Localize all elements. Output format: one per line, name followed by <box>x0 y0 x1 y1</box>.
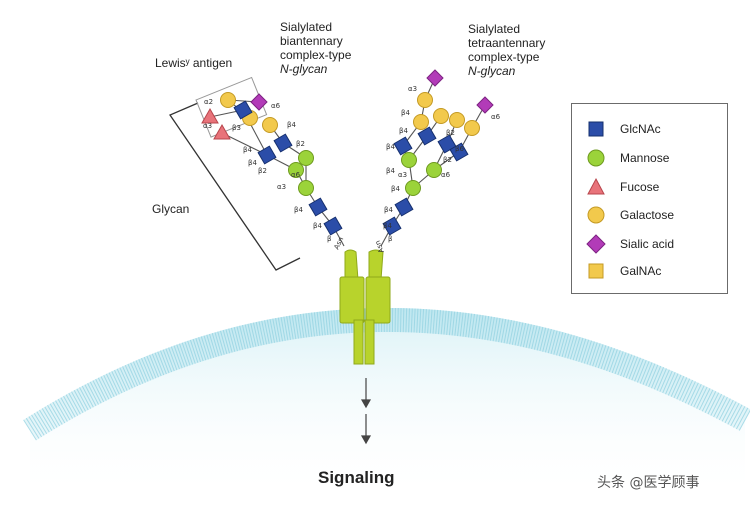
sialic-acid-residue <box>251 94 267 110</box>
linkage-label-right: β4 <box>401 109 410 117</box>
linkage-label-right: β4 <box>384 206 393 214</box>
galactose-residue <box>465 121 480 136</box>
linkage-label-left: β4 <box>287 121 296 129</box>
linkage-label-left: β4 <box>313 222 322 230</box>
galactose-residue <box>418 93 433 108</box>
glcnac-residue <box>274 134 292 152</box>
biantennary-line-4: N-glycan <box>280 62 351 76</box>
legend-label-fucose: Fucose <box>620 180 659 194</box>
legend-item-galactose: Galactose <box>572 205 727 225</box>
linkage-label-left: β3 <box>232 124 241 132</box>
watermark-text: 头条 @医学顾事 <box>597 472 699 492</box>
linkage-label-left: α3 <box>203 122 212 130</box>
mannose-residue <box>406 181 421 196</box>
linkage-label-right: α3 <box>398 171 407 179</box>
glycan-label: Glycan <box>152 202 189 216</box>
glcnac-residue <box>324 217 342 235</box>
linkage-label-right: β4 <box>383 222 392 230</box>
galactose-circle-icon <box>586 205 606 225</box>
membrane-stripe <box>401 308 402 332</box>
mannose-residue <box>299 151 314 166</box>
legend-label-glcnac: GlcNAc <box>620 122 661 136</box>
membrane-stripe <box>403 308 404 332</box>
legend-item-galnac: GalNAc <box>572 261 727 281</box>
linkage-label-right: α6 <box>491 113 501 121</box>
linkage-label-right: β4 <box>386 167 395 175</box>
legend-item-sialic-acid: Sialic acid <box>572 234 727 254</box>
biantennary-title: Sialylated biantennary complex-type N-gl… <box>280 20 351 76</box>
tetraantennary-line-2: tetraantennary <box>468 36 545 50</box>
glcnac-square-icon <box>586 119 606 139</box>
linkage-label-left: α6 <box>291 171 301 179</box>
glcnac-residue <box>395 198 413 216</box>
galactose-residue <box>221 93 236 108</box>
lewis-antigen-label: Lewisʸ antigen <box>155 56 232 70</box>
galactose-residue <box>434 109 449 124</box>
linkage-label-left: β <box>327 235 331 243</box>
asn-label-left: Asn <box>333 236 346 251</box>
galnac-square-icon <box>586 261 606 281</box>
linkage-label-left: α3 <box>277 183 286 191</box>
legend-label-mannose: Mannose <box>620 151 669 165</box>
legend-label-galactose: Galactose <box>620 208 674 222</box>
fucose-residue <box>214 125 230 139</box>
linkage-label-right: α3 <box>408 85 417 93</box>
linkage-label-left: β4 <box>243 146 252 154</box>
biantennary-line-1: Sialylated <box>280 20 351 34</box>
signaling-label: Signaling <box>318 468 395 488</box>
legend-label-galnac: GalNAc <box>620 264 661 278</box>
sialic-acid-residue <box>427 70 443 86</box>
legend-item-fucose: Fucose <box>572 177 727 197</box>
linkage-label-left: β2 <box>258 167 267 175</box>
legend-label-sialic-acid: Sialic acid <box>620 237 674 251</box>
linkage-label-left: β2 <box>296 140 305 148</box>
biantennary-line-3: complex-type <box>280 48 351 62</box>
glcnac-residue <box>258 146 276 164</box>
linkage-label-right: β2 <box>443 156 452 164</box>
glcnac-residue <box>309 198 327 216</box>
mannose-residue <box>402 153 417 168</box>
mannose-residue <box>427 163 442 178</box>
legend-item-glcnac: GlcNAc <box>572 119 727 139</box>
linkage-label-left: α6 <box>271 102 281 110</box>
tetraantennary-line-4: N-glycan <box>468 64 545 78</box>
galactose-residue <box>414 115 429 130</box>
biantennary-line-2: biantennary <box>280 34 351 48</box>
galactose-residue <box>450 113 465 128</box>
linkage-label-left: α2 <box>204 98 213 106</box>
mannose-circle-icon <box>586 148 606 168</box>
linkage-label-right: β4 <box>399 127 408 135</box>
linkage-label-right: β4 <box>386 143 395 151</box>
linkage-label-right: β <box>388 235 392 243</box>
linkage-label-right: α6 <box>441 171 451 179</box>
linkage-label-left: β4 <box>248 159 257 167</box>
sialic-acid-residue <box>477 97 493 113</box>
fucose-triangle-icon <box>586 177 606 197</box>
linkage-label-right: β2 <box>446 129 455 137</box>
galactose-residue <box>263 118 278 133</box>
tetraantennary-line-3: complex-type <box>468 50 545 64</box>
legend: GlcNAc Mannose Fucose Galactose Sialic a… <box>571 103 728 294</box>
linkage-label-right: β4 <box>391 185 400 193</box>
legend-item-mannose: Mannose <box>572 148 727 168</box>
linkage-label-left: β4 <box>294 206 303 214</box>
tetraantennary-line-1: Sialylated <box>468 22 545 36</box>
tetraantennary-title: Sialylated tetraantennary complex-type N… <box>468 22 545 78</box>
sialic-acid-diamond-icon <box>586 234 606 254</box>
mannose-residue <box>299 181 314 196</box>
linkage-label-right: β6 <box>455 145 464 153</box>
